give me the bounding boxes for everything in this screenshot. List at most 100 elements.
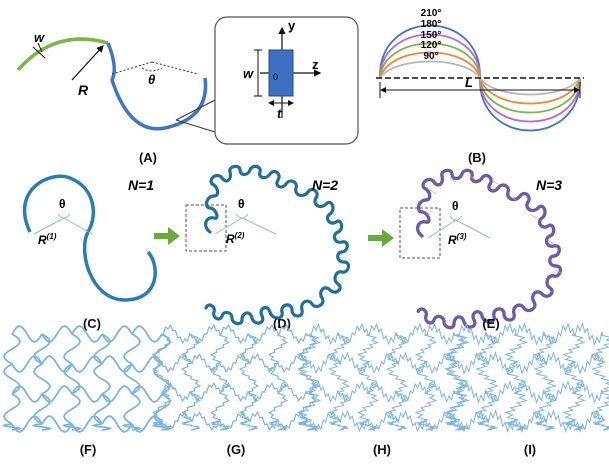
lattice-vertical-segment — [63, 333, 81, 365]
lattice-vertical-segment — [297, 391, 318, 422]
angle-150: 150° — [421, 30, 442, 41]
lattice-horizontal-segment — [544, 380, 575, 404]
lattice-horizontal-segment — [71, 415, 103, 433]
lattice-horizontal-segment — [71, 355, 103, 373]
lattice-vertical-segment — [31, 423, 53, 431]
lattice-vertical-segment — [63, 393, 81, 425]
lattice-vertical-segment — [446, 362, 470, 393]
lattice-vertical-segment — [152, 333, 173, 364]
lattice-horizontal-segment — [338, 409, 369, 433]
lattice-vertical-segment — [298, 333, 322, 364]
lattice-vertical-segment — [3, 333, 21, 365]
lattice-horizontal-segment — [41, 415, 73, 433]
lattice-h — [298, 322, 467, 433]
lattice-vertical-segment — [446, 333, 470, 364]
n1-title: N=1 — [128, 177, 154, 193]
lattice-horizontal-segment — [367, 351, 398, 375]
lattice-vertical-segment — [356, 362, 380, 393]
lattice-horizontal-segment — [161, 381, 192, 402]
lattice-horizontal-segment — [101, 325, 133, 343]
arrow-d-to-e — [368, 229, 394, 247]
w-dim-label: w — [243, 66, 254, 81]
r-c-label: R(1) — [38, 232, 57, 247]
fractal-curve-n2 — [204, 164, 351, 326]
lattice-horizontal-segment — [101, 415, 133, 433]
panel-g-label: (G) — [227, 442, 246, 457]
origin-label: 0 — [273, 72, 278, 82]
arc-90-upper — [379, 60, 481, 79]
lattice-horizontal-segment — [41, 325, 73, 343]
lattice-horizontal-segment — [573, 351, 604, 375]
panel-b-label: (B) — [468, 150, 486, 165]
lattice-vertical-segment — [414, 391, 438, 422]
panel-h-label: (H) — [373, 442, 391, 457]
lattice-horizontal-segment — [11, 415, 43, 433]
panel-a: w R θ y z 0 w t (A) — [16, 16, 359, 165]
lattice-vertical-segment — [181, 391, 202, 422]
lattice-horizontal-segment — [71, 385, 103, 403]
lattice-horizontal-segment — [41, 355, 73, 373]
lattice-horizontal-segment — [396, 322, 427, 346]
lattice-vertical-segment — [121, 423, 143, 431]
blue-arc — [106, 42, 208, 131]
lattice-horizontal-segment — [425, 322, 456, 346]
angle-210: 210° — [421, 8, 442, 19]
arc-210-upper — [379, 24, 481, 79]
lattice-vertical-segment — [240, 420, 259, 431]
lattice-horizontal-segment — [457, 380, 488, 404]
lattice-horizontal-segment — [71, 325, 103, 343]
lattice-vertical-segment — [447, 420, 469, 431]
panel-c: θ R(1) N=1 (C) — [22, 174, 157, 331]
lattice-horizontal-segment — [277, 381, 308, 402]
lattice-horizontal-segment — [338, 351, 369, 375]
lattice-vertical-segment — [327, 333, 351, 364]
lattice-horizontal-segment — [486, 380, 517, 404]
axis-z-label: z — [312, 57, 319, 72]
lattice-horizontal-segment — [486, 351, 517, 375]
lattice-vertical-segment — [475, 362, 499, 393]
lattice-vertical-segment — [416, 420, 436, 431]
lattice-vertical-segment — [591, 333, 609, 364]
lattice-vertical-segment — [385, 362, 409, 393]
lattice-vertical-segment — [504, 333, 528, 364]
panel-i-label: (I) — [524, 442, 536, 457]
lattice-horizontal-segment — [41, 385, 73, 403]
lattice-vertical-segment — [298, 362, 322, 393]
lattice-horizontal-segment — [190, 410, 221, 431]
lattice-horizontal-segment — [309, 380, 340, 404]
arc-180-upper — [379, 33, 481, 79]
lattice-vertical-segment — [123, 363, 141, 395]
lattice-vertical-segment — [300, 420, 320, 431]
lattice-vertical-segment — [591, 362, 609, 393]
theta-label: θ — [148, 72, 155, 87]
lattice-vertical-segment — [210, 362, 231, 393]
lattice-vertical-segment — [93, 363, 111, 395]
lattice-vertical-segment — [591, 391, 609, 422]
lattice-vertical-segment — [385, 333, 409, 364]
lattice-vertical-segment — [297, 333, 318, 364]
lattice-vertical-segment — [505, 420, 527, 431]
lattice-vertical-segment — [268, 333, 289, 364]
lattice-horizontal-segment — [248, 410, 279, 431]
panel-e: θ R(3) N=3 (E) — [399, 168, 562, 331]
lattice-vertical-segment — [533, 362, 557, 393]
lattice-horizontal-segment — [161, 323, 192, 344]
lattice-vertical-segment — [153, 420, 172, 431]
lattice-vertical-segment — [533, 391, 557, 422]
lattice-horizontal-segment — [190, 352, 221, 373]
lattice-horizontal-segment — [367, 322, 398, 346]
lattice-vertical-segment — [239, 333, 260, 364]
lattice-horizontal-segment — [131, 355, 163, 373]
angle-180: 180° — [421, 19, 442, 30]
lattice-vertical-segment — [414, 333, 438, 364]
lattice-vertical-segment — [210, 391, 231, 422]
lattice-vertical-segment — [239, 362, 260, 393]
lattice-vertical-segment — [239, 391, 260, 422]
theta-c: θ — [59, 197, 66, 211]
angle-120: 120° — [421, 40, 442, 51]
lattice-vertical-segment — [356, 391, 380, 422]
unit-arc-lower — [82, 231, 157, 302]
lattice-horizontal-segment — [101, 355, 133, 373]
lattice-horizontal-segment — [544, 351, 575, 375]
